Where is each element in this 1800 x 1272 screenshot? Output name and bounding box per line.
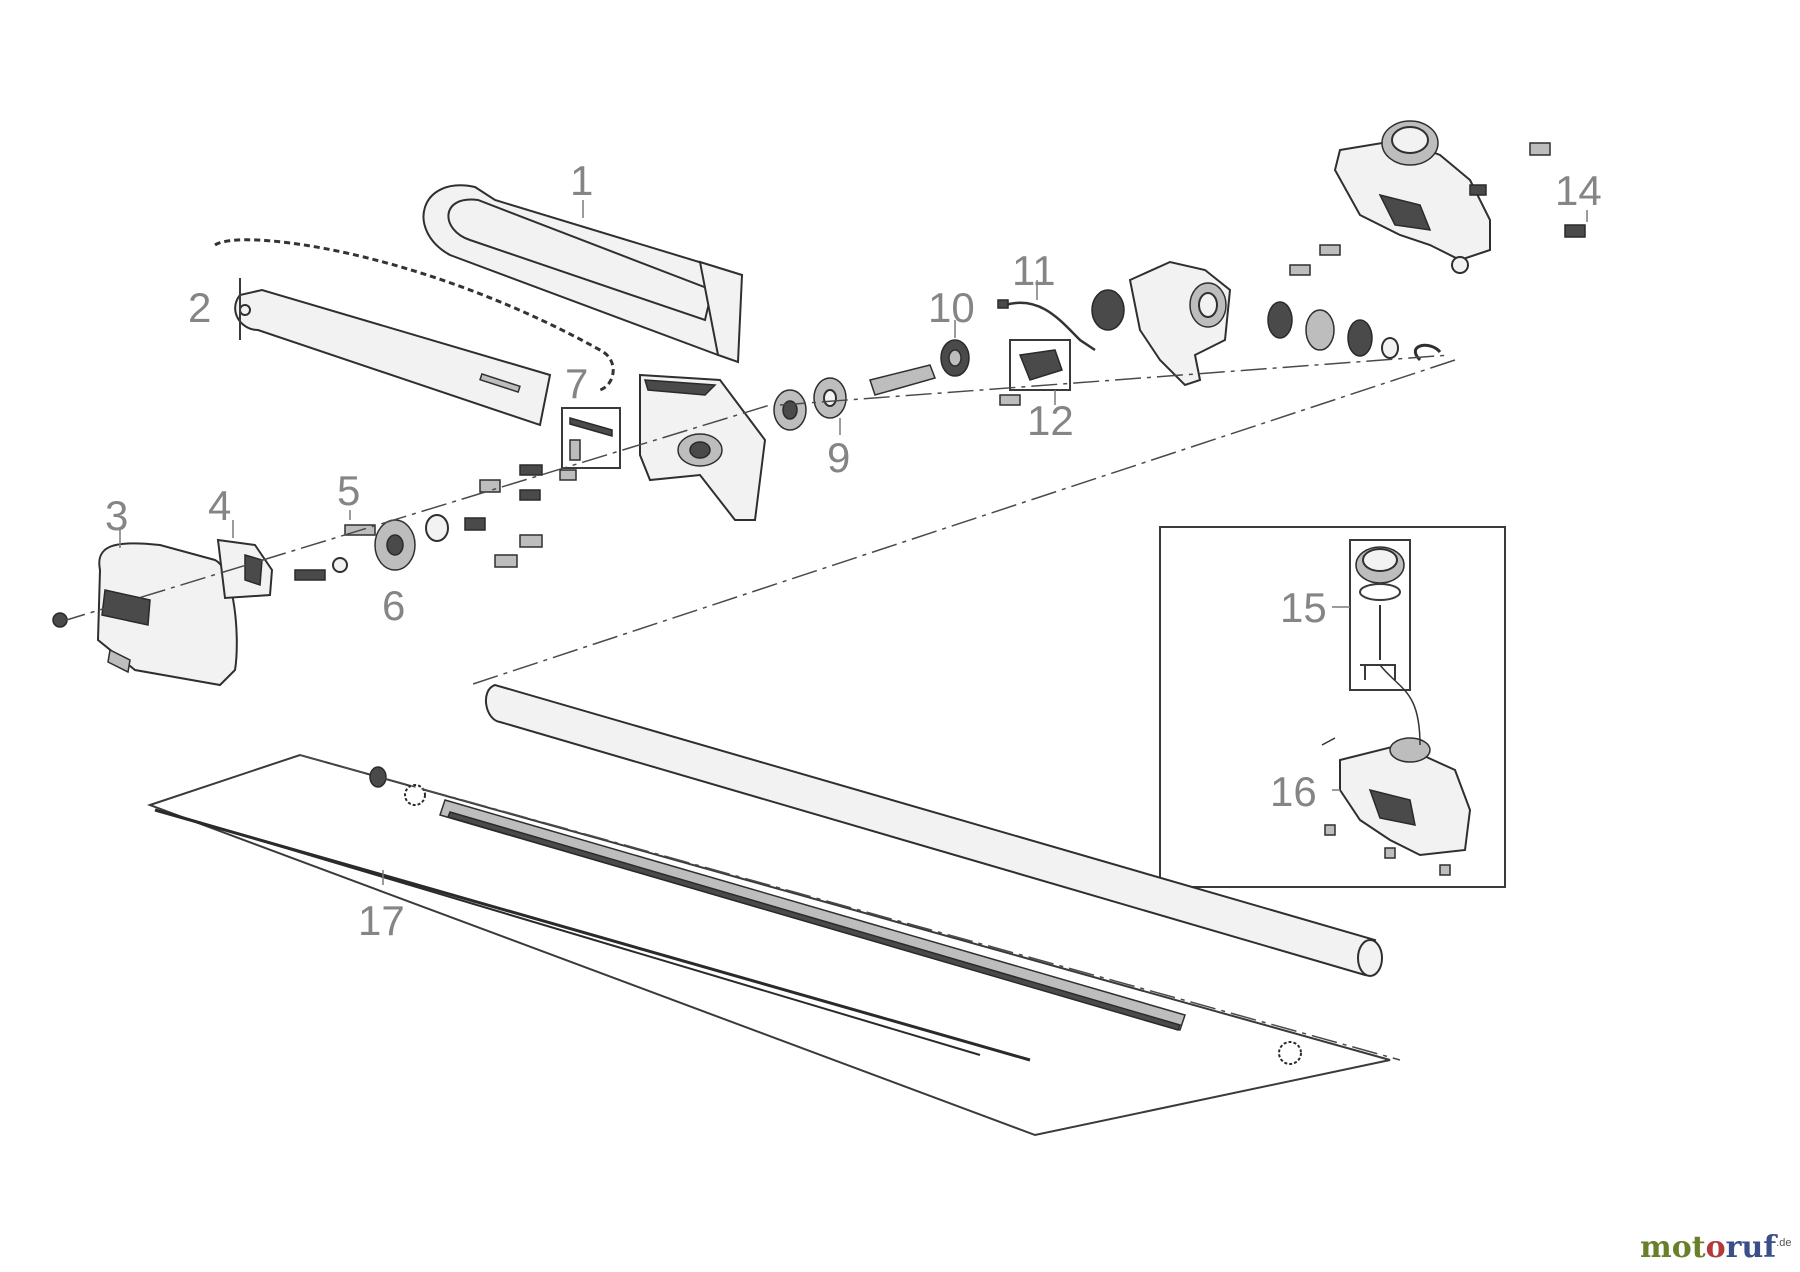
part-5-pin — [294, 524, 376, 581]
label-part-17: 17 — [358, 897, 405, 944]
label-part-3: 3 — [105, 492, 128, 539]
assembly-center-lines — [59, 354, 1456, 1061]
label-part-10: 10 — [928, 284, 975, 331]
part-7-tensioner — [561, 407, 621, 469]
inset-panel — [1159, 526, 1506, 888]
label-part-6: 6 — [382, 582, 405, 629]
part-10-bevel-gear — [940, 339, 970, 377]
part-9-bearings — [773, 364, 936, 431]
part-17-tube — [146, 683, 1391, 1137]
drive-housing-plate — [639, 373, 767, 521]
label-part-4: 4 — [208, 482, 231, 529]
label-part-9: 9 — [827, 434, 850, 481]
label-part-7: 7 — [565, 360, 588, 407]
leader-lines — [119, 200, 1588, 885]
part-12-switch — [999, 339, 1071, 406]
label-part-1: 1 — [570, 157, 593, 204]
gearbox-housing — [1091, 260, 1442, 387]
part-number-labels: 1 2 3 4 5 6 7 9 10 11 12 14 15 16 17 — [105, 157, 1602, 944]
part-1-scabbard — [422, 184, 744, 364]
part-6-sprocket — [374, 514, 486, 571]
label-part-12: 12 — [1027, 397, 1074, 444]
part-14-screws — [1529, 142, 1586, 238]
label-part-11: 11 — [1012, 247, 1056, 294]
top-right-housing — [1289, 120, 1491, 276]
part-3-sprocket-cover — [52, 542, 238, 687]
label-part-15: 15 — [1280, 584, 1327, 631]
chain — [214, 238, 615, 392]
watermark-logo: motoruf.de — [1640, 1230, 1792, 1265]
label-part-14: 14 — [1555, 167, 1602, 214]
part-11-wire — [1004, 301, 1096, 352]
label-part-2: 2 — [188, 284, 211, 331]
label-part-5: 5 — [337, 467, 360, 514]
part-2-guide-bar — [234, 278, 552, 427]
label-part-16: 16 — [1270, 768, 1317, 815]
bolts-group-a — [479, 464, 577, 568]
part-4-bracket — [216, 538, 274, 600]
